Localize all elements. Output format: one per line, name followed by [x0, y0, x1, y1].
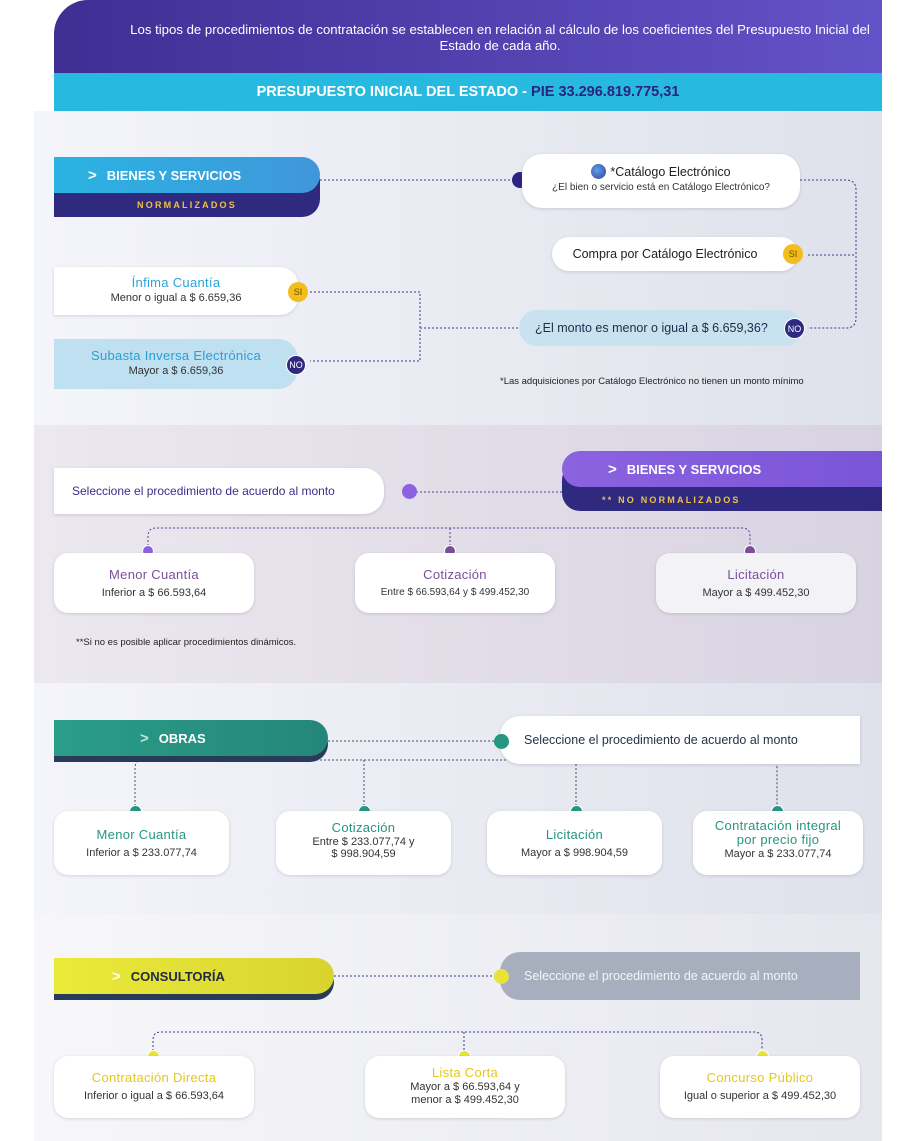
item-desc: Inferior o igual a $ 66.593,64 [83, 1090, 225, 1102]
obras-select-box: Seleccione el procedimiento de acuerdo a… [500, 716, 860, 764]
item-title: Cotización [331, 820, 396, 835]
no-normalizados-subtitle: ** NO NORMALIZADOS [602, 495, 741, 505]
chevron-right-icon: > [112, 967, 121, 985]
normalizados-note: *Las adquisiciones por Catálogo Electrón… [500, 376, 804, 387]
no-normalizados-item: Licitación Mayor a $ 499.452,30 [656, 553, 856, 613]
no-normalizados-item: Menor Cuantía Inferior a $ 66.593,64 [54, 553, 254, 613]
no-badge-subasta: NO [286, 355, 306, 375]
item-desc: Entre $ 233.077,74 y $ 998.904,59 [312, 836, 415, 860]
no-normalizados-select-box: Seleccione el procedimiento de acuerdo a… [54, 468, 384, 514]
obras-item: Menor Cuantía Inferior a $ 233.077,74 [54, 811, 229, 875]
catalog-purchase-label: Compra por Catálogo Electrónico [572, 247, 758, 261]
chevron-right-icon: > [140, 729, 149, 747]
item-desc: Mayor a $ 233.077,74 [724, 848, 832, 860]
obras-item: Licitación Mayor a $ 998.904,59 [487, 811, 662, 875]
subasta-desc: Mayor a $ 6.659,36 [128, 365, 224, 377]
consultoria-select-box: Seleccione el procedimiento de acuerdo a… [500, 952, 860, 1000]
obras-item: Contratación integral por precio fijo Ma… [693, 811, 863, 875]
item-title: Cotización [423, 567, 487, 582]
si-badge: SI [783, 244, 803, 264]
chevron-right-icon: > [608, 460, 617, 478]
catalog-box: *Catálogo Electrónico ¿El bien o servici… [522, 154, 800, 208]
no-normalizados-category: > BIENES Y SERVICIOS [562, 451, 882, 487]
connector-dot [494, 969, 509, 984]
budget-band [54, 73, 882, 111]
infima-box: Ínfima Cuantía Menor o igual a $ 6.659,3… [54, 267, 298, 315]
consultoria-item: Contratación Directa Inferior o igual a … [54, 1056, 254, 1118]
item-desc: Inferior a $ 233.077,74 [86, 847, 197, 859]
globe-icon [591, 164, 607, 179]
consultoria-title: CONSULTORÍA [130, 968, 225, 984]
item-desc: Entre $ 66.593,64 y $ 499.452,30 [380, 587, 530, 598]
consultoria-item: Concurso Público Igual o superior a $ 49… [660, 1056, 860, 1118]
item-desc: Inferior a $ 66.593,64 [101, 587, 207, 599]
normalizados-subtitle: NORMALIZADOS [137, 200, 237, 210]
budget-text: PRESUPUESTO INICIAL DEL ESTADO - PIE 33.… [54, 84, 882, 100]
subasta-box: Subasta Inversa Electrónica Mayor a $ 6.… [54, 339, 298, 389]
connector-dot [494, 734, 509, 749]
header-banner [54, 0, 882, 82]
consultoria-category: > CONSULTORÍA [54, 958, 334, 994]
item-desc: Mayor a $ 66.593,64 y menor a $ 499.452,… [410, 1081, 520, 1106]
chevron-right-icon: > [88, 166, 97, 184]
no-normalizados-note: **Si no es posible aplicar procedimiento… [76, 637, 297, 648]
obras-select-label: Seleccione el procedimiento de acuerdo a… [524, 733, 798, 747]
intro-text: Los tipos de procedimientos de contratac… [130, 22, 870, 53]
item-title: Licitación [727, 567, 785, 582]
no-normalizados-title: BIENES Y SERVICIOS [626, 461, 762, 477]
item-title: Licitación [545, 827, 604, 842]
connector-dot [402, 484, 417, 499]
item-title: Contratación integral por precio fijo [714, 818, 842, 847]
budget-label: PRESUPUESTO INICIAL DEL ESTADO - [256, 84, 532, 100]
consultoria-select-label: Seleccione el procedimiento de acuerdo a… [524, 969, 798, 983]
normalizados-title: BIENES Y SERVICIOS [106, 167, 242, 183]
item-title: Menor Cuantía [96, 827, 187, 842]
subasta-title: Subasta Inversa Electrónica [91, 348, 261, 363]
consultoria-item: Lista Corta Mayor a $ 66.593,64 y menor … [365, 1056, 565, 1118]
item-title: Menor Cuantía [109, 567, 199, 582]
no-normalizados-item: Cotización Entre $ 66.593,64 y $ 499.452… [355, 553, 555, 613]
infima-desc: Menor o igual a $ 6.659,36 [110, 292, 242, 304]
no-badge: NO [784, 318, 805, 339]
catalog-purchase-box: Compra por Catálogo Electrónico [552, 237, 798, 271]
obras-title: OBRAS [158, 730, 206, 746]
catalog-title: *Catálogo Electrónico [610, 164, 731, 179]
obras-category: > OBRAS [54, 720, 328, 756]
item-desc: Mayor a $ 499.452,30 [702, 587, 810, 599]
amount-question-box: ¿El monto es menor o igual a $ 6.659,36? [519, 310, 803, 346]
catalog-question: ¿El bien o servicio está en Catálogo Ele… [552, 182, 770, 193]
normalizados-category: > BIENES Y SERVICIOS [54, 157, 320, 193]
no-normalizados-select-label: Seleccione el procedimiento de acuerdo a… [72, 484, 335, 498]
obras-item: Cotización Entre $ 233.077,74 y $ 998.90… [276, 811, 451, 875]
item-title: Contratación Directa [91, 1070, 217, 1085]
budget-value: PIE 33.296.819.775,31 [531, 84, 680, 100]
item-title: Concurso Público [706, 1070, 814, 1085]
si-badge-infima: SI [288, 282, 308, 302]
item-desc: Igual o superior a $ 499.452,30 [683, 1090, 837, 1102]
infima-title: Ínfima Cuantía [131, 275, 221, 290]
amount-question: ¿El monto es menor o igual a $ 6.659,36? [535, 321, 768, 335]
item-title: Lista Corta [431, 1065, 499, 1080]
item-desc: Mayor a $ 998.904,59 [520, 847, 629, 859]
